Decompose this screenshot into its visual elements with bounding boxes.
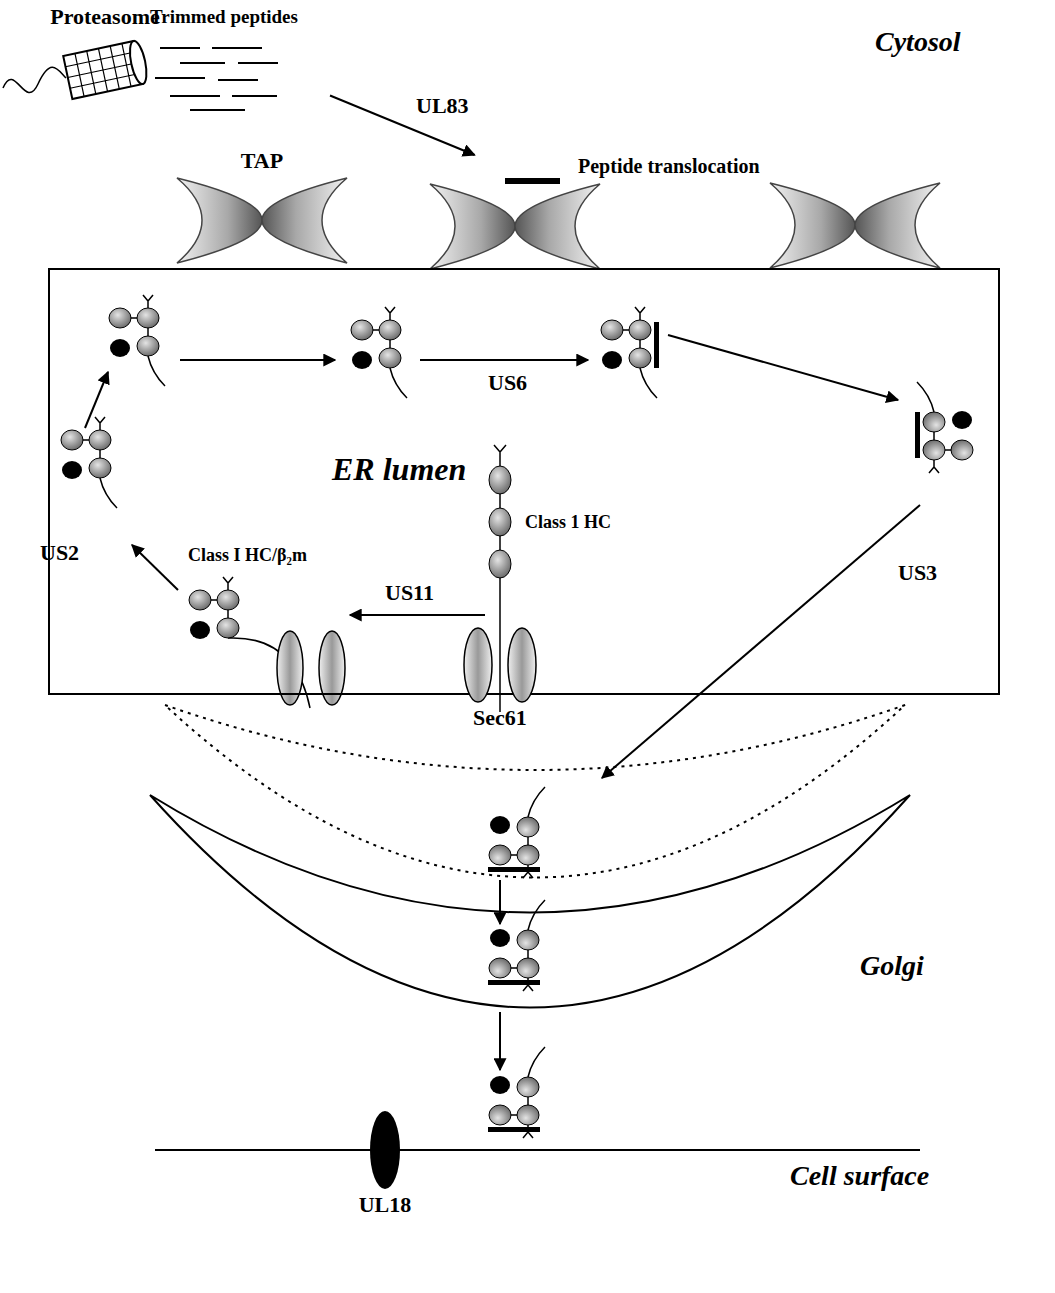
edge-label: UL83: [414, 93, 471, 118]
tap-transporter: Peptide translocation: [428, 155, 813, 275]
protein-label: Class 1 HC: [525, 512, 611, 533]
node-label: UL18: [359, 1192, 412, 1217]
ul18-protein: UL18: [350, 1110, 420, 1225]
node-label: ER lumen: [332, 451, 466, 488]
tap-transporter-shape: [177, 176, 349, 268]
node-label: Proteasome: [50, 4, 160, 29]
protein-label: US6: [488, 370, 527, 395]
region-label: Cytosol: [875, 26, 961, 58]
golgi-stack-shape: [145, 700, 975, 1020]
protein-label: US11: [385, 580, 434, 605]
golgi-stack: Golgi: [145, 700, 975, 1010]
region-label: Cell surface: [790, 1160, 929, 1192]
peptide-pool: Trimmed peptides: [150, 6, 330, 111]
tap-transporter: TAP: [176, 148, 348, 270]
sec61-channel-shape: [455, 625, 545, 705]
node-label: Trimmed peptides: [150, 6, 298, 28]
proteasome-shape: [35, 34, 175, 109]
node-label: Peptide translocation: [578, 155, 760, 178]
tap-transporter-shape: [428, 168, 603, 273]
peptide-pool-shape: [150, 38, 330, 113]
node-label: Sec61: [473, 705, 527, 730]
protein-label: US2: [40, 540, 79, 565]
node-label: Golgi: [860, 950, 924, 982]
protein-label: Class I HC/β₂m: [188, 545, 307, 566]
node-label: TAP: [241, 148, 283, 173]
sec61-channel: Sec61: [455, 625, 545, 737]
protein-label: US3: [898, 560, 937, 585]
ul18-protein-shape: [350, 1110, 420, 1190]
